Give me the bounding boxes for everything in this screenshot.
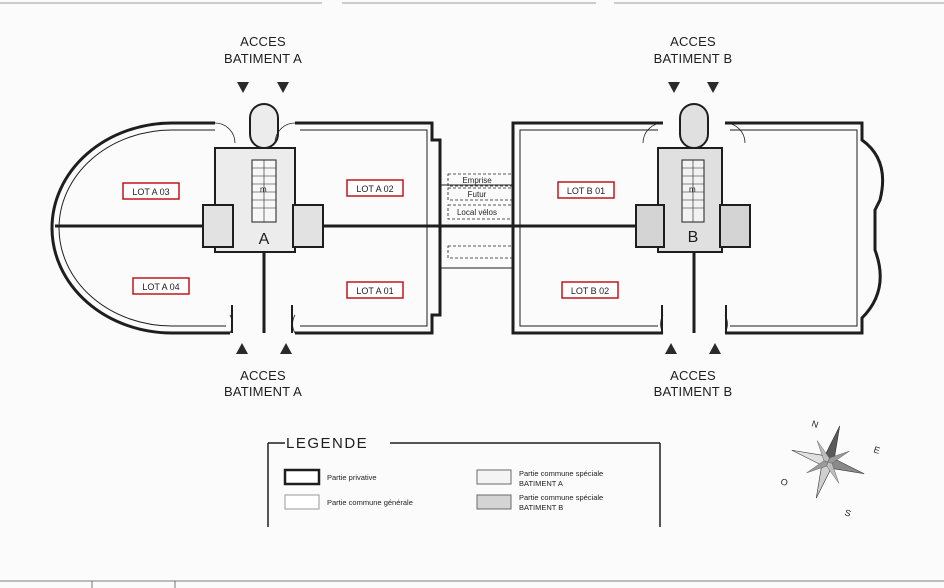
building-b [511, 103, 885, 335]
compass-n: N [810, 418, 819, 430]
legend-swatch-speciale-b [476, 494, 512, 510]
arrow-down-icon [237, 82, 249, 93]
access-top-a-line1: ACCES [240, 34, 286, 49]
legend-swatch-privative [283, 468, 321, 486]
lot-a-02-label: LOT A 02 [356, 184, 393, 194]
legend: LEGENDE Partie privative Partie commune … [267, 435, 661, 527]
lot-a-03-label: LOT A 03 [132, 187, 169, 197]
legend-commune-generale: Partie commune générale [327, 498, 413, 507]
legend-privative: Partie privative [327, 473, 377, 482]
title-block-edge [0, 580, 944, 588]
legend-title: LEGENDE [286, 435, 368, 452]
compass-rose-icon [791, 425, 865, 499]
access-bottom-a-line1: ACCES [240, 368, 286, 383]
building-a [50, 103, 442, 335]
building-a-letter: A [259, 231, 270, 248]
access-bottom-a-line2: BATIMENT A [224, 384, 302, 399]
stair-b-label: m [689, 185, 696, 194]
access-top-b-line1: ACCES [670, 34, 716, 49]
access-bottom-b-line1: ACCES [670, 368, 716, 383]
lot-label-boxes [122, 179, 619, 299]
access-top-b-line2: BATIMENT B [654, 51, 733, 66]
stair-a-label: m [260, 185, 267, 194]
arrow-down-icon [277, 82, 289, 93]
compass-s: S [843, 507, 852, 518]
arrow-up-icon [280, 343, 292, 354]
lot-b-01-label: LOT B 01 [567, 186, 605, 196]
compass-e: E [872, 444, 881, 455]
arrow-up-icon [665, 343, 677, 354]
legend-speciale-a-line2: BATIMENT A [519, 479, 563, 488]
legend-swatch-commune-generale [284, 494, 320, 510]
arrow-down-icon [668, 82, 680, 93]
lot-b-west-outline [511, 121, 663, 335]
access-bottom-b-line2: BATIMENT B [654, 384, 733, 399]
lot-b-east-outline [725, 121, 885, 335]
building-b-letter: B [688, 229, 699, 246]
link-corridor [440, 173, 513, 269]
arrow-up-icon [236, 343, 248, 354]
lot-a-west-outline [50, 121, 230, 335]
arrow-down-icon [707, 82, 719, 93]
legend-speciale-a-line1: Partie commune spéciale [519, 469, 603, 478]
lot-a-01-label: LOT A 01 [356, 286, 393, 296]
lot-a-04-label: LOT A 04 [142, 282, 179, 292]
emprise-label: Emprise [462, 176, 492, 185]
access-top-a-line2: BATIMENT A [224, 51, 302, 66]
futur-label: Futur [468, 190, 487, 199]
lot-b-02-label: LOT B 02 [571, 286, 609, 296]
legend-speciale-b-line1: Partie commune spéciale [519, 493, 603, 502]
arrow-up-icon [709, 343, 721, 354]
local-velos-label: Local vélos [457, 208, 497, 217]
legend-speciale-b-line2: BATIMENT B [519, 503, 563, 512]
legend-swatch-speciale-a [476, 469, 512, 485]
access-arrows [236, 82, 721, 354]
compass-o: O [779, 476, 789, 488]
